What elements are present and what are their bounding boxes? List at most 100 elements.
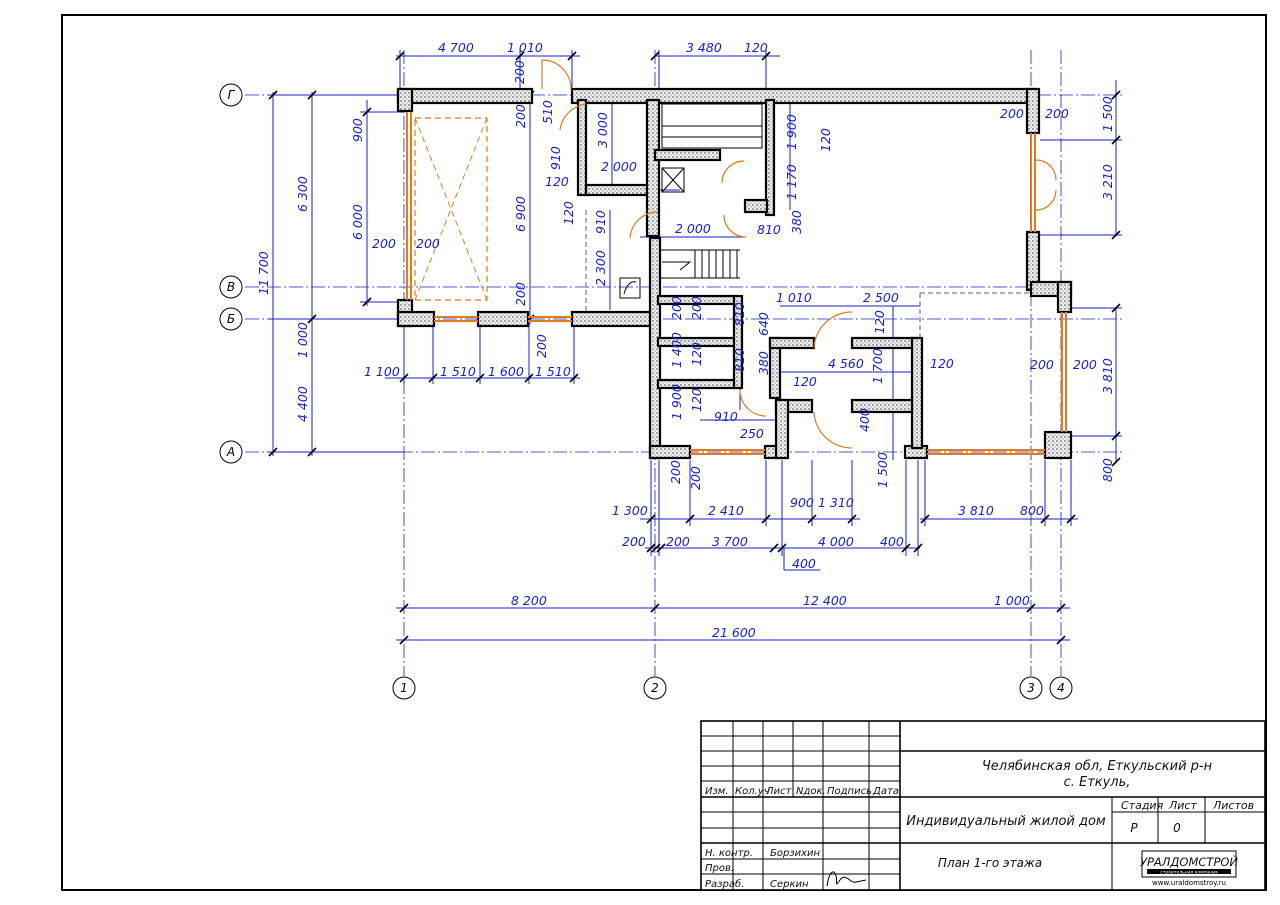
- dim-b2-200b: 200: [666, 534, 690, 549]
- axis-label-a: А: [226, 445, 235, 459]
- tb-name-serkin: Серкин: [770, 879, 809, 890]
- dim-garage-6000: 6 000: [350, 204, 365, 240]
- dim-hall-1700: 1 700: [870, 348, 885, 384]
- dim-b1-3810: 3 810: [958, 503, 994, 518]
- dim-garage-900: 900: [350, 118, 365, 142]
- dim-sa-2300: 2 300: [593, 250, 608, 286]
- dim-gb-1510a: 1 510: [440, 364, 476, 379]
- axis-label-v: В: [227, 280, 235, 294]
- tb-col-data: Дата: [872, 786, 899, 797]
- dim-sa-3000: 3 000: [595, 112, 610, 148]
- dim-sa-810: 810: [757, 222, 781, 237]
- dim-right-200c: 200: [1030, 357, 1054, 372]
- tb-sheets-label: Листов: [1212, 799, 1254, 812]
- dim-hall-1500: 1 500: [875, 452, 890, 488]
- dim-left-1000: 1 000: [295, 322, 310, 358]
- dim-core-1900: 1 900: [784, 114, 799, 150]
- dim-hall-120a: 120: [872, 310, 887, 334]
- interior-lines: [585, 103, 1030, 340]
- dim-sa-120b: 120: [561, 201, 576, 225]
- dim-b1-800: 800: [1020, 503, 1044, 518]
- dim-garage-200b: 200: [416, 236, 440, 251]
- dim-b2-400a: 400: [880, 534, 904, 549]
- dim-b1-200a: 200: [668, 460, 683, 484]
- dimension-texts: 4 700 1 010 200 3 480 120 11 700 6 300 1…: [256, 40, 1115, 640]
- dim-core-120: 120: [818, 128, 833, 152]
- dim-top-120: 120: [744, 40, 768, 55]
- dim-wc-200b: 200: [689, 296, 704, 320]
- dim-garage-6900: 6 900: [513, 196, 528, 232]
- tb-stage-label: Стадия: [1121, 799, 1164, 812]
- dim-b3-8200: 8 200: [511, 593, 547, 608]
- dim-sa-120a: 120: [545, 174, 569, 189]
- dim-wc-120a: 120: [689, 342, 704, 366]
- dim-total-21600: 21 600: [712, 625, 756, 640]
- tb-project-name: Индивидуальный жилой дом: [906, 814, 1106, 829]
- tb-address-2: с. Еткуль,: [1064, 775, 1131, 790]
- dim-b1-900: 900: [790, 495, 814, 510]
- axis-label-g: Г: [228, 88, 236, 102]
- tb-role-razrab: Разраб.: [705, 878, 744, 890]
- dim-hall-120c: 120: [793, 374, 817, 389]
- company-logo: УРАЛДОМСТРОЙ строительная компания www.u…: [1140, 850, 1238, 887]
- tb-sheet-value: 0: [1173, 821, 1181, 835]
- dim-hall-1010: 1 010: [776, 290, 812, 305]
- axis-label-1: 1: [400, 681, 408, 695]
- dim-right-3810: 3 810: [1100, 358, 1115, 394]
- dim-right-200d: 200: [1073, 357, 1097, 372]
- dim-left-6300: 6 300: [295, 176, 310, 212]
- walls: [396, 87, 1073, 460]
- dim-sa-2000b: 2 000: [675, 221, 711, 236]
- dim-left-4400: 4 400: [295, 386, 310, 422]
- tb-name-borzikhin: Борзихин: [770, 848, 821, 859]
- dim-garage-200c: 200: [513, 282, 528, 306]
- dim-sa-910a: 910: [548, 146, 563, 170]
- dim-b1-1310: 1 310: [818, 495, 854, 510]
- staircase: [660, 249, 740, 279]
- title-block: Изм. Кол.уч Лист Nдок. Подпись Дата Челя…: [700, 720, 1266, 891]
- tb-stage-value: Р: [1130, 821, 1138, 835]
- axis-label-3: 3: [1027, 681, 1035, 695]
- windows: [406, 112, 1067, 455]
- axis-bubble-numbers: 1 2 3 4: [392, 676, 1073, 700]
- dim-wc-200a: 200: [669, 296, 684, 320]
- doors: [541, 59, 1057, 449]
- dim-gb-1600: 1 600: [488, 364, 524, 379]
- dim-wc-910: 910: [714, 409, 738, 424]
- dim-top-4700: 4 700: [438, 40, 474, 55]
- tb-col-izm: Изм.: [705, 786, 729, 797]
- dim-wc-250: 250: [740, 426, 764, 441]
- dim-b3-1000: 1 000: [994, 593, 1030, 608]
- sheet-frame: [61, 14, 1267, 891]
- dim-wc-120b: 120: [689, 388, 704, 412]
- dim-top-3480: 3 480: [686, 40, 722, 55]
- dim-hall-4560: 4 560: [828, 356, 864, 371]
- company-name: УРАЛДОМСТРОЙ: [1140, 854, 1238, 869]
- dim-sa-2000a: 2 000: [601, 159, 637, 174]
- dim-garage-200a: 200: [372, 236, 396, 251]
- dim-b1-2410: 2 410: [708, 503, 744, 518]
- company-url: www.uraldomstroy.ru: [1152, 879, 1226, 887]
- dim-right-1500: 1 500: [1100, 96, 1115, 132]
- dim-sa-510: 510: [540, 100, 555, 124]
- axis-label-b: Б: [227, 312, 235, 326]
- grid-axes: [245, 50, 1125, 676]
- dim-hall-120b: 120: [930, 356, 954, 371]
- dim-garage-200d: 200: [534, 334, 549, 358]
- dim-b2-3700: 3 700: [712, 534, 748, 549]
- dimension-lines: [268, 50, 1122, 641]
- dim-right-3210: 3 210: [1100, 164, 1115, 200]
- dim-gb-1510b: 1 510: [535, 364, 571, 379]
- dim-b2-200a: 200: [622, 534, 646, 549]
- company-tagline: строительная компания: [1160, 871, 1218, 876]
- tb-sheet-title: План 1-го этажа: [938, 856, 1042, 870]
- dim-wc-810a: 810: [732, 302, 747, 326]
- dim-left-11700: 11 700: [256, 251, 271, 295]
- dim-sa-910b: 910: [593, 210, 608, 234]
- tb-col-kolvo: Кол.уч: [735, 786, 770, 797]
- axis-label-4: 4: [1057, 681, 1065, 695]
- dim-core-1170: 1 170: [784, 164, 799, 200]
- dim-b2-4000: 4 000: [818, 534, 854, 549]
- dim-top-1010: 1 010: [507, 40, 543, 55]
